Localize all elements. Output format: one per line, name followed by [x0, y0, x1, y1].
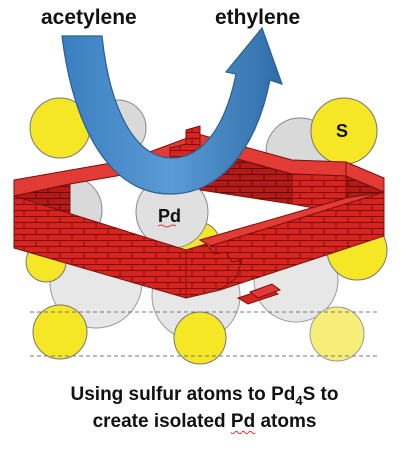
wall-front-right-top — [198, 191, 385, 247]
reaction-arrow-body — [61, 26, 283, 195]
caption-subscript: 4 — [295, 392, 303, 408]
sulfur-atom-bottom-left — [32, 304, 88, 360]
caption-line-1: Using sulfur atoms to Pd4S to — [0, 384, 409, 408]
wall-crumbled-steps — [185, 243, 243, 299]
fallen-brick-2 — [248, 283, 282, 299]
caption-line-1-text: Using sulfur atoms to Pd — [70, 384, 296, 405]
caption-line-2-end: atoms — [255, 411, 317, 432]
pd-label-squiggle — [157, 224, 177, 228]
acetylene-label: acetylene — [41, 6, 137, 29]
ethylene-label: ethylene — [215, 6, 300, 29]
caption-line-2: create isolated Pd atoms — [0, 411, 409, 433]
pd-label: Pd — [158, 206, 181, 226]
caption-line-2-text: create isolated — [92, 411, 231, 432]
cell-dashed-outline — [30, 311, 380, 357]
caption-pd-word: Pd — [230, 411, 256, 432]
caption-line-1-end: S to — [302, 384, 339, 405]
sulfur-atom-bottom-right — [309, 306, 365, 362]
sulfur-label: S — [336, 121, 348, 141]
reaction-arrow — [61, 26, 283, 195]
